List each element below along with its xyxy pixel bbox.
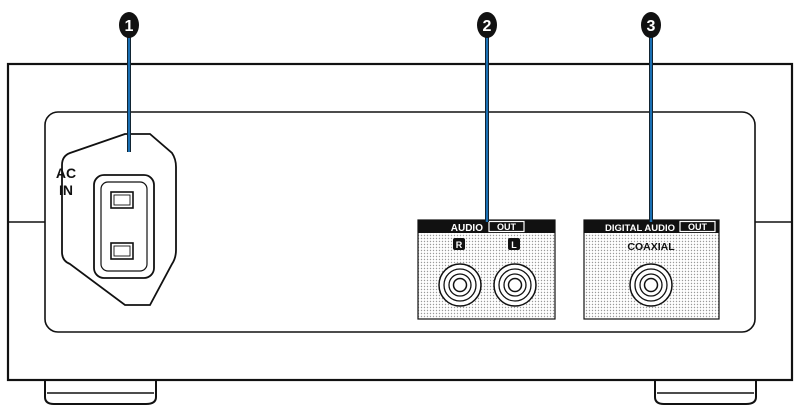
ac-pin-bottom-inner: [113, 245, 131, 257]
audio-out-block: AUDIO OUT R L: [417, 219, 556, 320]
left-foot: [44, 377, 157, 405]
audio-out-dotted-area: [417, 219, 556, 320]
callout-number-3: 3: [647, 18, 656, 35]
callout-badge-1: 1: [119, 12, 139, 38]
callout-badge-2: 2: [477, 12, 497, 38]
audio-out-badge-box: [488, 220, 525, 233]
coaxial-jack: [629, 263, 673, 307]
audio-left-badge: L: [511, 240, 517, 250]
digital-audio-out-block: DIGITAL AUDIO OUT COAXIAL: [583, 219, 720, 320]
digital-audio-badge-box: [679, 220, 716, 233]
audio-out-title: AUDIO: [451, 223, 483, 234]
rca-jack-left: [493, 263, 537, 307]
digital-audio-badge: OUT: [688, 222, 708, 232]
ac-pin-bottom: [110, 242, 134, 260]
coaxial-label: COAXIAL: [627, 241, 675, 253]
callout-badge-3: 3: [641, 12, 661, 38]
digital-audio-title: DIGITAL AUDIO: [605, 223, 675, 234]
right-foot: [654, 377, 757, 405]
audio-out-badge: OUT: [497, 222, 517, 232]
ac-inlet: [61, 133, 177, 306]
audio-left-badge-box: [508, 238, 520, 250]
rca-jack-right: [438, 263, 482, 307]
ac-label-line2: IN: [59, 182, 73, 198]
callout-number-2: 2: [483, 18, 492, 35]
ac-pin-top-inner: [113, 194, 131, 206]
ac-pin-top: [110, 191, 134, 209]
ac-label-line1: AC: [56, 165, 76, 181]
audio-right-badge: R: [456, 240, 463, 250]
callout-number-1: 1: [125, 18, 134, 35]
audio-right-badge-box: [453, 238, 465, 250]
rear-panel-inset: [44, 111, 756, 333]
